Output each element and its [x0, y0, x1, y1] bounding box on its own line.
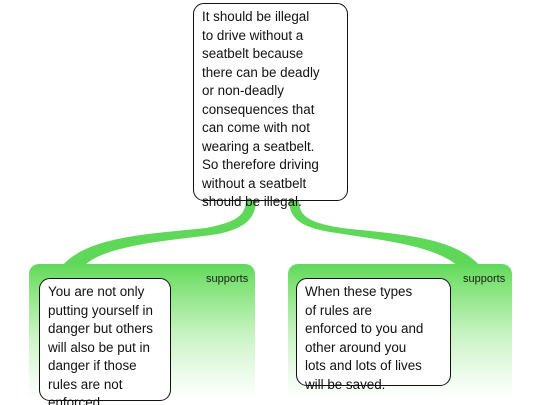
connector-right — [289, 199, 480, 266]
connector-left — [62, 199, 256, 266]
relation-label-right: supports — [463, 273, 506, 285]
relation-label-left: supports — [206, 273, 249, 285]
supporting-reason-node-right[interactable]: When these types of rules are enforced t… — [296, 278, 451, 392]
supporting-reason-node-left[interactable]: You are not only putting yourself in dan… — [39, 278, 171, 405]
root-claim-node[interactable]: It should be illegal to drive without a … — [193, 3, 348, 209]
